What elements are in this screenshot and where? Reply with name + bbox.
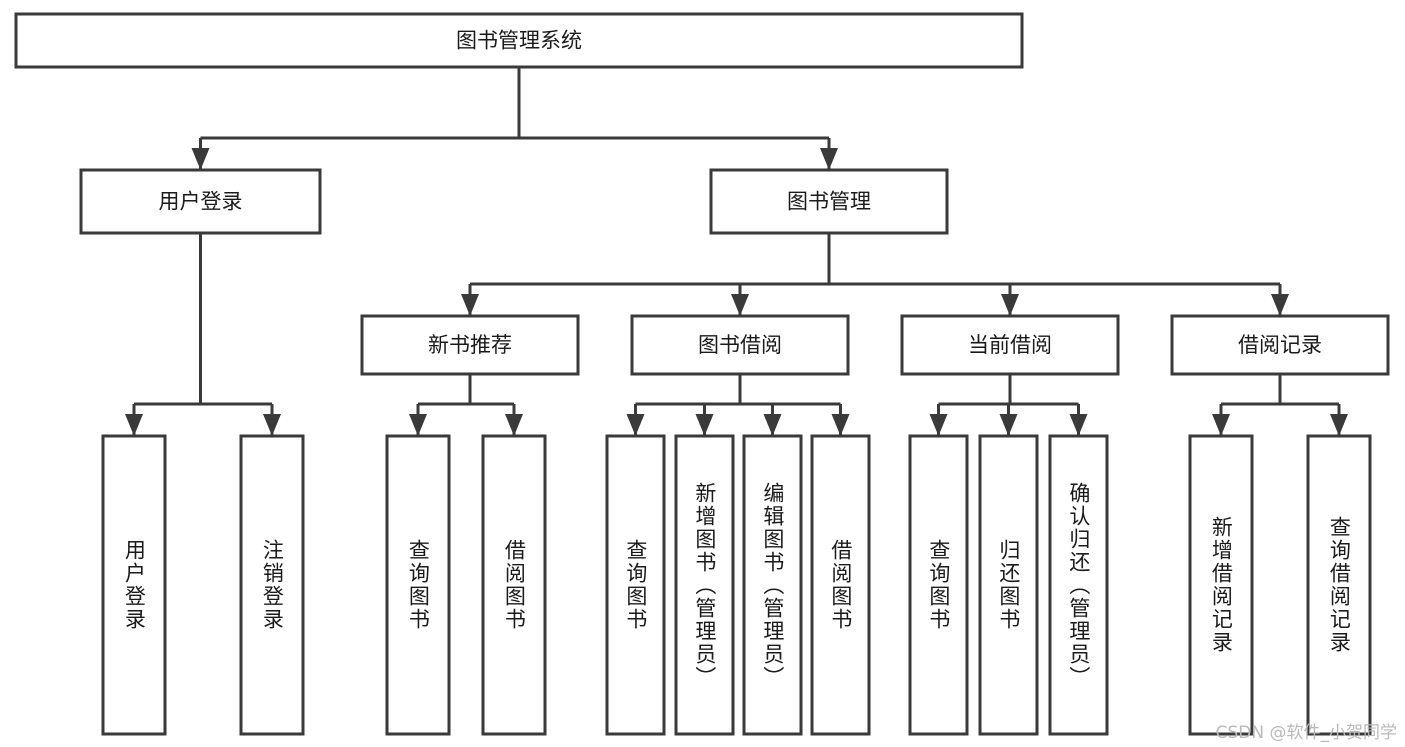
- node-box-借阅图书[interactable]: [810, 434, 871, 736]
- node-box-借阅图书[interactable]: [481, 434, 547, 736]
- node-box-图书管理系统[interactable]: 图书管理系统: [14, 12, 1024, 69]
- box-outline: [1306, 434, 1372, 736]
- arrow-head-icon: [999, 414, 1018, 436]
- arrow-head-icon: [626, 414, 645, 436]
- box-outline: [1170, 314, 1390, 376]
- box-outline: [360, 314, 580, 376]
- node-label: 图书管理系统: [456, 29, 582, 53]
- node-box-用户登录[interactable]: 用户登录: [79, 168, 322, 235]
- arrow-head-icon: [820, 148, 838, 170]
- node-box-新增借阅记录[interactable]: [1188, 434, 1254, 736]
- node-label: 用户登录: [159, 190, 243, 214]
- box-outline: [742, 434, 803, 736]
- box-outline: [1188, 434, 1254, 736]
- node-box-查询图书[interactable]: [385, 434, 451, 736]
- box-outline: [385, 434, 451, 736]
- arrow-head-icon: [409, 414, 427, 436]
- watermark: CSDN @软件_小贺同学: [1215, 723, 1397, 743]
- arrow-head-icon: [461, 294, 479, 316]
- box-outline: [605, 434, 666, 736]
- box-outline: [79, 168, 322, 235]
- box-outline: [709, 168, 949, 235]
- box-outline: [908, 434, 969, 736]
- node-label: 图书借阅: [698, 333, 782, 357]
- arrow-head-icon: [695, 414, 714, 436]
- node-box-图书管理[interactable]: 图书管理: [709, 168, 949, 235]
- node-box-新书推荐[interactable]: 新书推荐: [360, 314, 580, 376]
- box-outline: [674, 434, 735, 736]
- node-label: 新书推荐: [428, 333, 512, 357]
- node-box-查询图书[interactable]: [605, 434, 666, 736]
- box-outline: [900, 314, 1120, 376]
- node-label: 当前借阅: [968, 333, 1052, 357]
- arrow-head-icon: [505, 414, 523, 436]
- edges-layer: [125, 67, 1348, 436]
- arrow-head-icon: [125, 414, 143, 436]
- node-label: 图书管理: [787, 190, 871, 214]
- arrow-head-icon: [191, 148, 210, 170]
- node-box-确认归还管理员[interactable]: [1048, 434, 1109, 736]
- node-box-用户登录[interactable]: [101, 434, 167, 736]
- box-outline: [239, 434, 305, 736]
- arrow-head-icon: [1001, 294, 1019, 316]
- node-label: 借阅记录: [1238, 333, 1322, 357]
- node-box-当前借阅[interactable]: 当前借阅: [900, 314, 1120, 376]
- node-box-图书借阅[interactable]: 图书借阅: [630, 314, 850, 376]
- node-box-查询图书[interactable]: [908, 434, 969, 736]
- box-outline: [14, 12, 1024, 69]
- arrow-head-icon: [929, 414, 948, 436]
- node-box-归还图书[interactable]: [978, 434, 1039, 736]
- arrow-head-icon: [263, 414, 281, 436]
- box-outline: [1048, 434, 1109, 736]
- box-outline: [101, 434, 167, 736]
- node-box-编辑图书管理员[interactable]: [742, 434, 803, 736]
- box-outline: [481, 434, 547, 736]
- arrow-head-icon: [831, 414, 850, 436]
- node-box-借阅记录[interactable]: 借阅记录: [1170, 314, 1390, 376]
- box-outline: [810, 434, 871, 736]
- box-outline: [978, 434, 1039, 736]
- arrow-head-icon: [1212, 414, 1230, 436]
- arrow-head-icon: [1069, 414, 1088, 436]
- node-box-新增图书管理员[interactable]: [674, 434, 735, 736]
- arrow-head-icon: [1271, 294, 1289, 316]
- node-box-查询借阅记录[interactable]: [1306, 434, 1372, 736]
- arrow-head-icon: [1330, 414, 1348, 436]
- arrow-head-icon: [731, 294, 749, 316]
- node-box-注销登录[interactable]: [239, 434, 305, 736]
- box-outline: [630, 314, 850, 376]
- arrow-head-icon: [763, 414, 782, 436]
